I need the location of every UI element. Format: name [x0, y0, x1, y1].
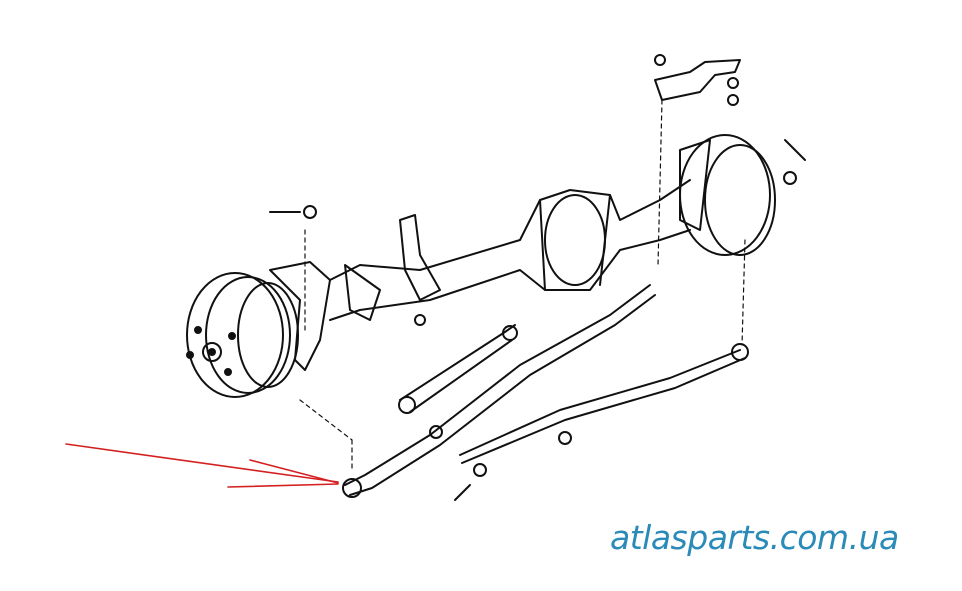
- right-brake-disc: [679, 134, 776, 256]
- watermark: atlasparts.com.ua: [610, 518, 899, 557]
- assembly-guide-lines: [299, 99, 746, 471]
- track-bar-bracket: [399, 214, 441, 301]
- left-brake-disc: [186, 272, 299, 398]
- steering-arm-bracket: [654, 59, 741, 101]
- tie-rod-end-right: [731, 343, 749, 361]
- arrow-1: [65, 443, 339, 483]
- tie-rod-assembly: [269, 54, 806, 501]
- tie-rod-end: [342, 478, 362, 498]
- red-arrows: [65, 443, 339, 488]
- arrow-2: [249, 459, 339, 484]
- arrow-3: [227, 483, 339, 488]
- axle-housing: [329, 179, 691, 321]
- left-knuckle: [269, 261, 331, 371]
